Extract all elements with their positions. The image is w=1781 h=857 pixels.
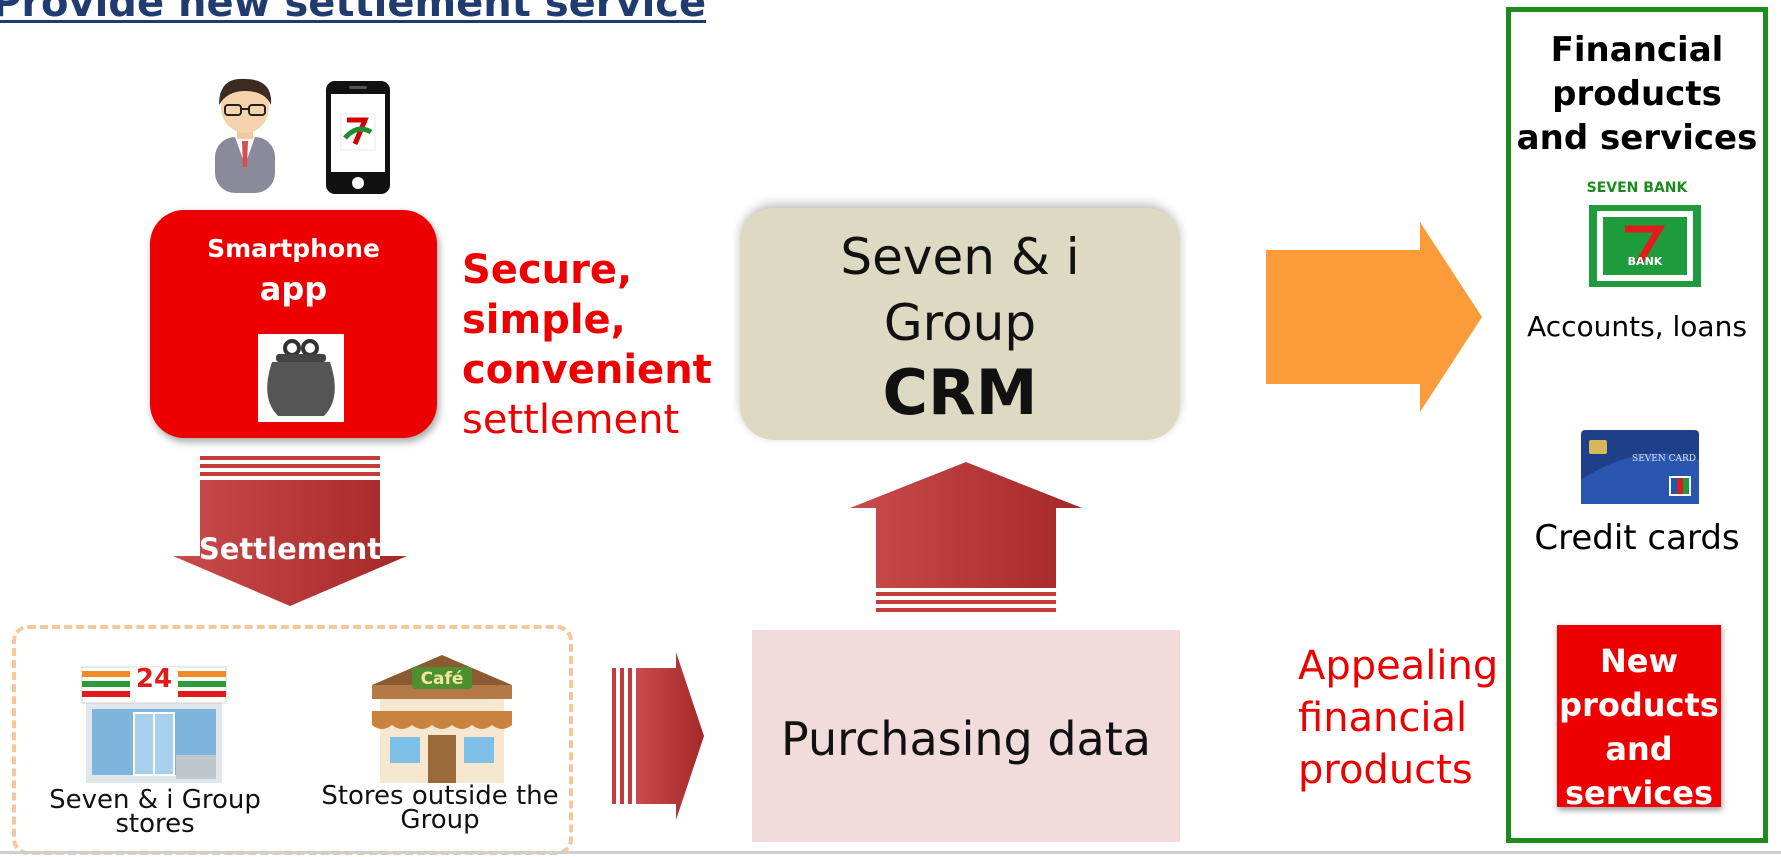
settlement-benefits-text: Secure, simple, convenient settlement — [462, 245, 722, 445]
appealing-products-text: Appealing financial products — [1298, 640, 1498, 796]
credit-cards-label: Credit cards — [1534, 518, 1740, 558]
app-label-line2: app — [259, 270, 328, 308]
appeal-line2: financial — [1298, 695, 1468, 741]
appeal-line1: Appealing — [1298, 643, 1499, 689]
financial-title-line1: Financial — [1550, 30, 1724, 70]
seven-bank-label: SEVEN BANK — [1586, 180, 1688, 196]
cafe-store-icon — [372, 655, 512, 783]
store-label-outside-line2: Group — [400, 805, 480, 835]
benefit-secure: Secure, — [462, 247, 633, 293]
seven-bank-icon — [1589, 205, 1701, 287]
arrow-up-to-crm — [850, 462, 1082, 612]
new-products-label: New products and services — [1557, 639, 1721, 815]
app-label-line1: Smartphone — [207, 234, 380, 263]
orange-arrow-right — [1266, 222, 1482, 412]
settlement-arrow-down — [173, 456, 407, 606]
financial-panel-title: Financial products and services — [1511, 28, 1763, 160]
store-label-outside: Stores outside the Group — [310, 781, 570, 835]
crm-line3: CRM — [882, 356, 1038, 429]
crm-line1: Seven & i — [840, 228, 1080, 286]
card-brand-text: SEVEN CARD — [1632, 454, 1696, 464]
arrow-right-to-purchasing — [612, 652, 704, 820]
new-products-line3: and — [1605, 730, 1673, 768]
smartphone-icon — [326, 81, 390, 194]
accounts-loans-label: Accounts, loans — [1527, 310, 1747, 343]
convenience-store-icon — [81, 666, 227, 783]
appeal-line3: products — [1298, 747, 1473, 793]
crm-line2: Group — [883, 294, 1037, 352]
store-sign-cafe: Café — [420, 669, 464, 689]
bank-logo-text: BANK — [1627, 255, 1663, 268]
credit-card-icon — [1581, 430, 1699, 504]
wallet-icon-frame — [258, 334, 344, 422]
benefit-simple: simple, — [462, 297, 626, 343]
wallet-icon — [267, 339, 335, 416]
settlement-arrow-label: Settlement — [198, 532, 382, 566]
store-sign-24: 24 — [135, 664, 173, 694]
store-label-seven-i: Seven & i Group stores — [30, 785, 280, 839]
person-icon — [215, 78, 275, 193]
crm-box: Seven & i Group CRM — [740, 208, 1180, 440]
benefit-settlement: settlement — [462, 397, 680, 443]
financial-title-line3: and services — [1516, 118, 1758, 158]
purchasing-data-box: Purchasing data — [752, 630, 1180, 842]
purchasing-data-label: Purchasing data — [781, 712, 1151, 766]
store-label-seven-i-line2: stores — [115, 809, 195, 839]
financial-products-panel: Financial products and services SEVEN BA… — [1506, 7, 1768, 843]
store-label-outside-line1: Stores outside the — [321, 781, 559, 811]
bottom-divider — [0, 851, 1781, 854]
new-products-box: New products and services — [1557, 625, 1721, 812]
store-label-seven-i-line1: Seven & i Group — [49, 785, 261, 815]
new-products-line2: products — [1559, 686, 1719, 724]
new-products-line4: services — [1564, 774, 1714, 812]
financial-title-line2: products — [1552, 74, 1722, 114]
new-products-line1: New — [1599, 642, 1679, 680]
page-title: Provide new settlement service — [0, 0, 707, 26]
benefit-convenient: convenient — [462, 347, 712, 393]
smartphone-app-box: Smartphone app — [150, 210, 437, 438]
